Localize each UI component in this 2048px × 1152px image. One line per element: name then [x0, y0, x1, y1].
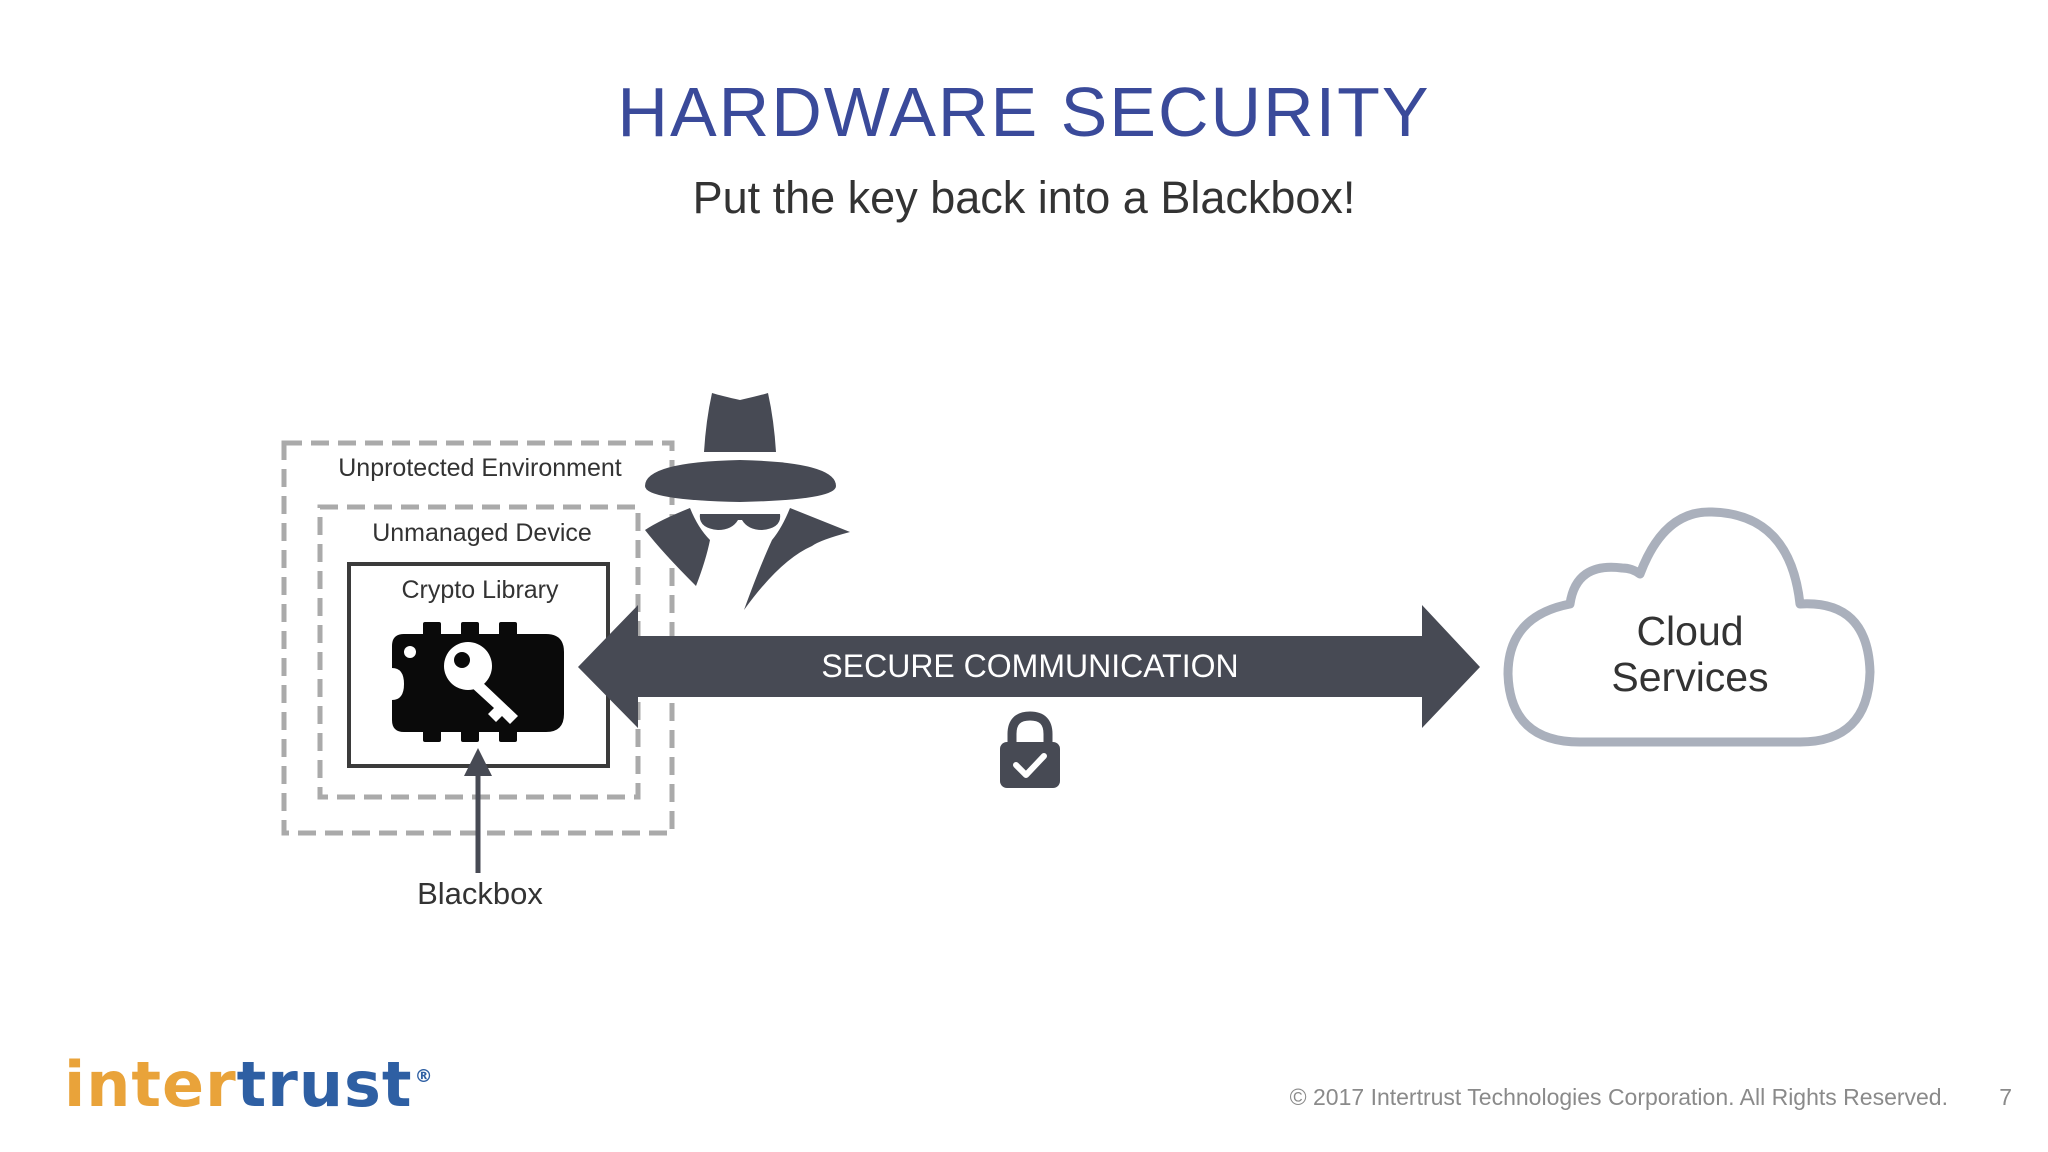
blackbox-pointer-arrowhead	[464, 748, 492, 776]
logo-part-inter: inter	[64, 1048, 237, 1121]
crypto-library-label: Crypto Library	[401, 576, 559, 604]
slide-subtitle: Put the key back into a Blackbox!	[692, 172, 1356, 223]
cloud-services-label: Cloud Services	[1560, 608, 1820, 700]
cloud-label-line1: Cloud	[1636, 608, 1744, 654]
logo-part-trust: trust	[236, 1048, 413, 1121]
secure-communication-label: SECURE COMMUNICATION	[821, 648, 1239, 684]
unprotected-environment-label: Unprotected Environment	[338, 454, 622, 482]
page-number: 7	[1999, 1084, 2012, 1110]
secure-communication-arrow	[578, 605, 1480, 728]
cloud-label-line2: Services	[1611, 654, 1769, 700]
intertrust-logo: intertrust®	[64, 1048, 434, 1121]
cloud-icon	[1503, 507, 1875, 747]
padlock-check-icon	[1000, 711, 1060, 788]
blackbox-label: Blackbox	[417, 876, 543, 911]
slide-title: HARDWARE SECURITY	[617, 73, 1431, 151]
logo-registered-mark: ®	[414, 1066, 434, 1087]
unmanaged-device-label: Unmanaged Device	[372, 519, 592, 547]
copyright-notice: © 2017 Intertrust Technologies Corporati…	[1289, 1084, 1948, 1110]
spy-icon	[645, 393, 850, 610]
key-chip-icon	[392, 622, 564, 742]
